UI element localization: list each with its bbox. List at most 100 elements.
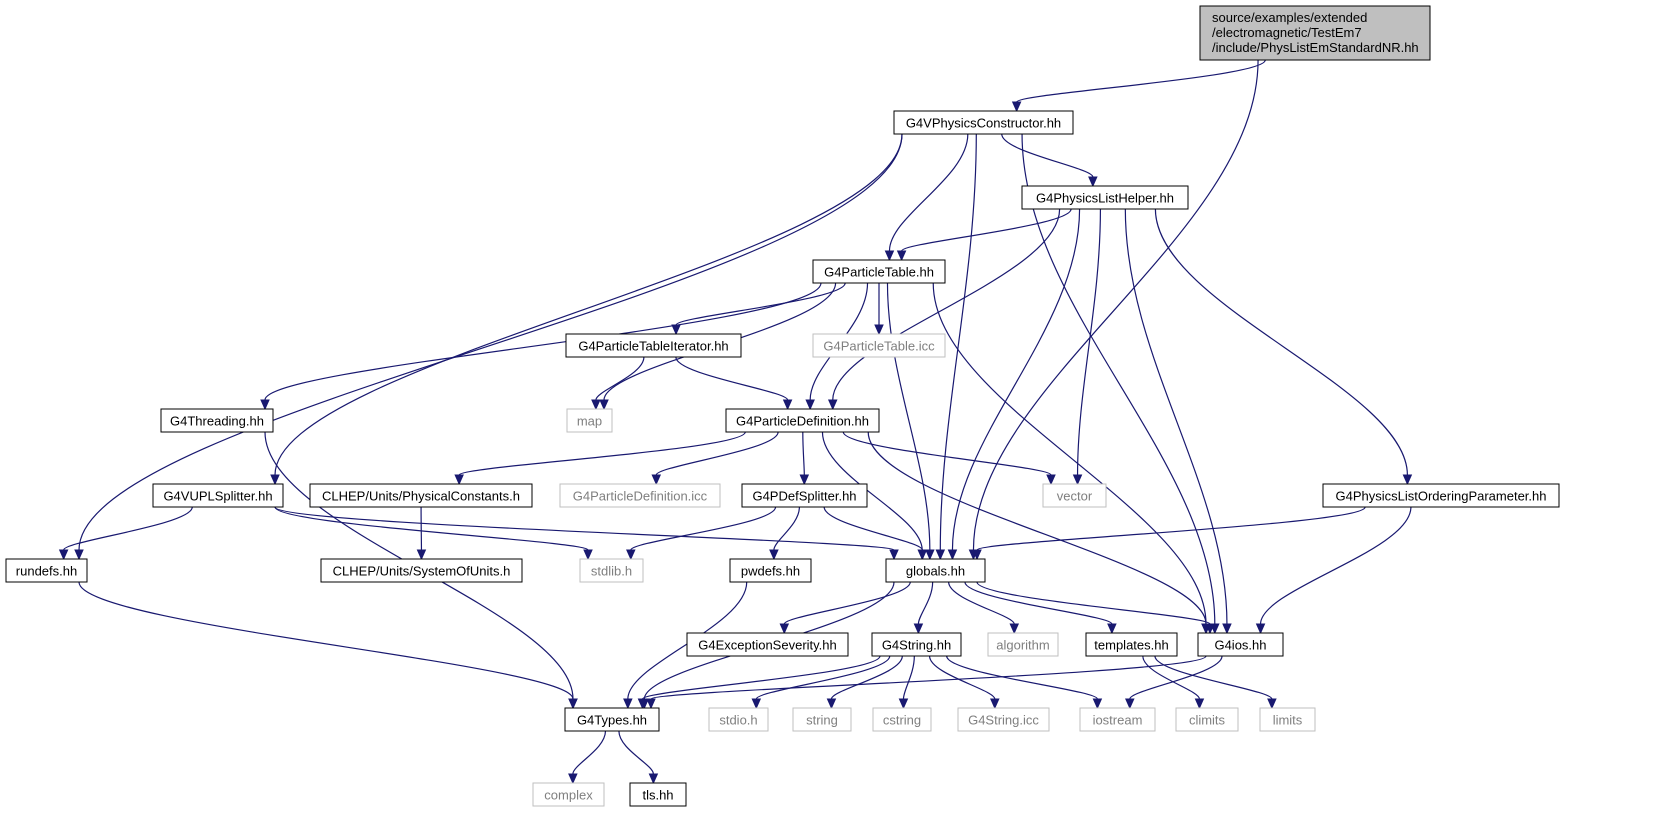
node-algo[interactable]: algorithm	[987, 632, 1059, 657]
edge-ordpar-to-globals	[976, 506, 1366, 551]
node-excsev[interactable]: G4ExceptionSeverity.hh	[686, 632, 849, 657]
node-types[interactable]: G4Types.hh	[564, 707, 660, 732]
node-map[interactable]: map	[566, 408, 613, 433]
node-stricc[interactable]: G4String.icc	[957, 707, 1050, 732]
node-climits[interactable]: climits	[1175, 707, 1239, 732]
node-g4ios[interactable]: G4ios.hh	[1197, 632, 1284, 657]
node-pwdefs[interactable]: pwdefs.hh	[729, 558, 812, 583]
edge-arrowhead	[568, 698, 578, 710]
node-label: vector	[1057, 489, 1093, 504]
node-thread[interactable]: G4Threading.hh	[160, 408, 274, 433]
node-label: stdlib.h	[591, 564, 632, 579]
edge-ptable-to-g4ios	[932, 282, 1207, 625]
node-pticc[interactable]: G4ParticleTable.icc	[812, 333, 946, 358]
node-label: G4ExceptionSeverity.hh	[698, 638, 837, 653]
node-ptable[interactable]: G4ParticleTable.hh	[812, 259, 946, 284]
edge-arrowhead	[1046, 474, 1056, 486]
edge-arrowhead	[1107, 623, 1117, 635]
edge-plhelp-to-pdef	[832, 208, 1061, 401]
node-label: globals.hh	[906, 564, 965, 579]
node-label: G4Types.hh	[577, 713, 647, 728]
node-label: algorithm	[996, 638, 1049, 653]
edge-arrowhead	[1088, 176, 1098, 188]
edge-vupl-to-globals	[274, 506, 895, 551]
edge-root-to-globals	[972, 59, 1259, 551]
edge-arrowhead	[751, 698, 762, 710]
node-stdio[interactable]: stdio.h	[708, 707, 769, 732]
node-pdicc[interactable]: G4ParticleDefinition.icc	[559, 483, 721, 508]
edge-arrowhead	[799, 474, 810, 486]
edge-globals-to-templ	[964, 581, 1113, 625]
node-pdef[interactable]: G4ParticleDefinition.hh	[725, 408, 880, 433]
edge-arrowhead	[913, 623, 924, 635]
edge-arrowhead	[74, 549, 84, 561]
node-label: G4VPhysicsConstructor.hh	[906, 116, 1061, 131]
edges-layer	[58, 59, 1413, 785]
node-stdlib[interactable]: stdlib.h	[579, 558, 644, 583]
node-pdsplit[interactable]: G4PDefSplitter.hh	[741, 483, 868, 508]
node-cstring[interactable]: cstring	[872, 707, 932, 732]
node-label: map	[577, 414, 602, 429]
node-plhelp[interactable]: G4PhysicsListHelper.hh	[1021, 185, 1189, 210]
node-templ[interactable]: templates.hh	[1085, 632, 1178, 657]
edge-arrowhead	[972, 549, 982, 561]
node-iostream[interactable]: iostream	[1079, 707, 1156, 732]
edge-arrowhead	[925, 549, 935, 561]
node-box	[152, 483, 284, 508]
edge-arrowhead	[1011, 101, 1022, 113]
node-box	[1085, 632, 1178, 657]
edge-arrowhead	[805, 399, 815, 411]
edge-plhelp-to-ordpar	[1154, 208, 1408, 476]
node-root-file[interactable]: source/examples/extended /electromagneti…	[1199, 5, 1431, 61]
edge-pdsplit-to-globals	[823, 506, 923, 551]
edge-arrowhead	[1267, 698, 1277, 710]
edge-arrowhead	[896, 250, 907, 262]
edge-arrowhead	[1009, 623, 1020, 635]
edge-vphys-to-ptable	[888, 133, 969, 252]
edge-arrowhead	[779, 623, 790, 635]
node-vupl[interactable]: G4VUPLSplitter.hh	[152, 483, 284, 508]
node-label: stdio.h	[719, 713, 757, 728]
node-box	[812, 333, 946, 358]
node-label: G4ParticleTableIterator.hh	[578, 339, 728, 354]
edge-types-to-complex	[572, 730, 607, 775]
edge-ptiter-to-pdef	[675, 356, 789, 401]
edge-arrowhead	[651, 474, 662, 486]
node-box	[564, 707, 660, 732]
node-label: iostream	[1093, 713, 1143, 728]
node-box	[1175, 707, 1239, 732]
root-line-3: /include/PhysListEmStandardNR.hh	[1212, 40, 1419, 55]
edge-pdef-to-pdicc	[655, 431, 779, 476]
node-rundefs[interactable]: rundefs.hh	[5, 558, 88, 583]
edge-ptable-to-thread	[264, 282, 822, 401]
edge-arrowhead	[637, 698, 648, 710]
edge-rundefs-to-types	[78, 581, 574, 700]
node-sysunit[interactable]: CLHEP/Units/SystemOfUnits.h	[320, 558, 523, 583]
node-vphys[interactable]: G4VPhysicsConstructor.hh	[893, 110, 1074, 135]
node-globals[interactable]: globals.hh	[885, 558, 986, 583]
node-label: CLHEP/Units/PhysicalConstants.h	[322, 489, 520, 504]
node-ptiter[interactable]: G4ParticleTableIterator.hh	[565, 333, 742, 358]
node-tls[interactable]: tls.hh	[629, 782, 687, 807]
node-label: G4PhysicsListOrderingParameter.hh	[1336, 489, 1547, 504]
edge-arrowhead	[270, 474, 280, 486]
edge-arrowhead	[827, 399, 838, 411]
node-label: templates.hh	[1094, 638, 1168, 653]
node-complex[interactable]: complex	[532, 782, 605, 807]
node-string[interactable]: string	[792, 707, 852, 732]
node-box	[725, 408, 880, 433]
node-ordpar[interactable]: G4PhysicsListOrderingParameter.hh	[1322, 483, 1560, 508]
node-physc[interactable]: CLHEP/Units/PhysicalConstants.h	[309, 483, 533, 508]
edge-globals-to-algo	[948, 581, 1015, 625]
node-limits[interactable]: limits	[1259, 707, 1316, 732]
node-vector[interactable]: vector	[1042, 483, 1107, 508]
edge-plhelp-to-vector	[1076, 208, 1102, 476]
node-label: rundefs.hh	[16, 564, 77, 579]
node-box	[987, 632, 1059, 657]
node-label: complex	[544, 788, 593, 803]
node-g4str[interactable]: G4String.hh	[871, 632, 962, 657]
edge-vphys-to-plhelp	[1001, 133, 1094, 178]
edge-g4str-to-stdio	[755, 655, 891, 700]
root-line-1: source/examples/extended	[1212, 10, 1367, 25]
edge-arrowhead	[260, 399, 270, 411]
